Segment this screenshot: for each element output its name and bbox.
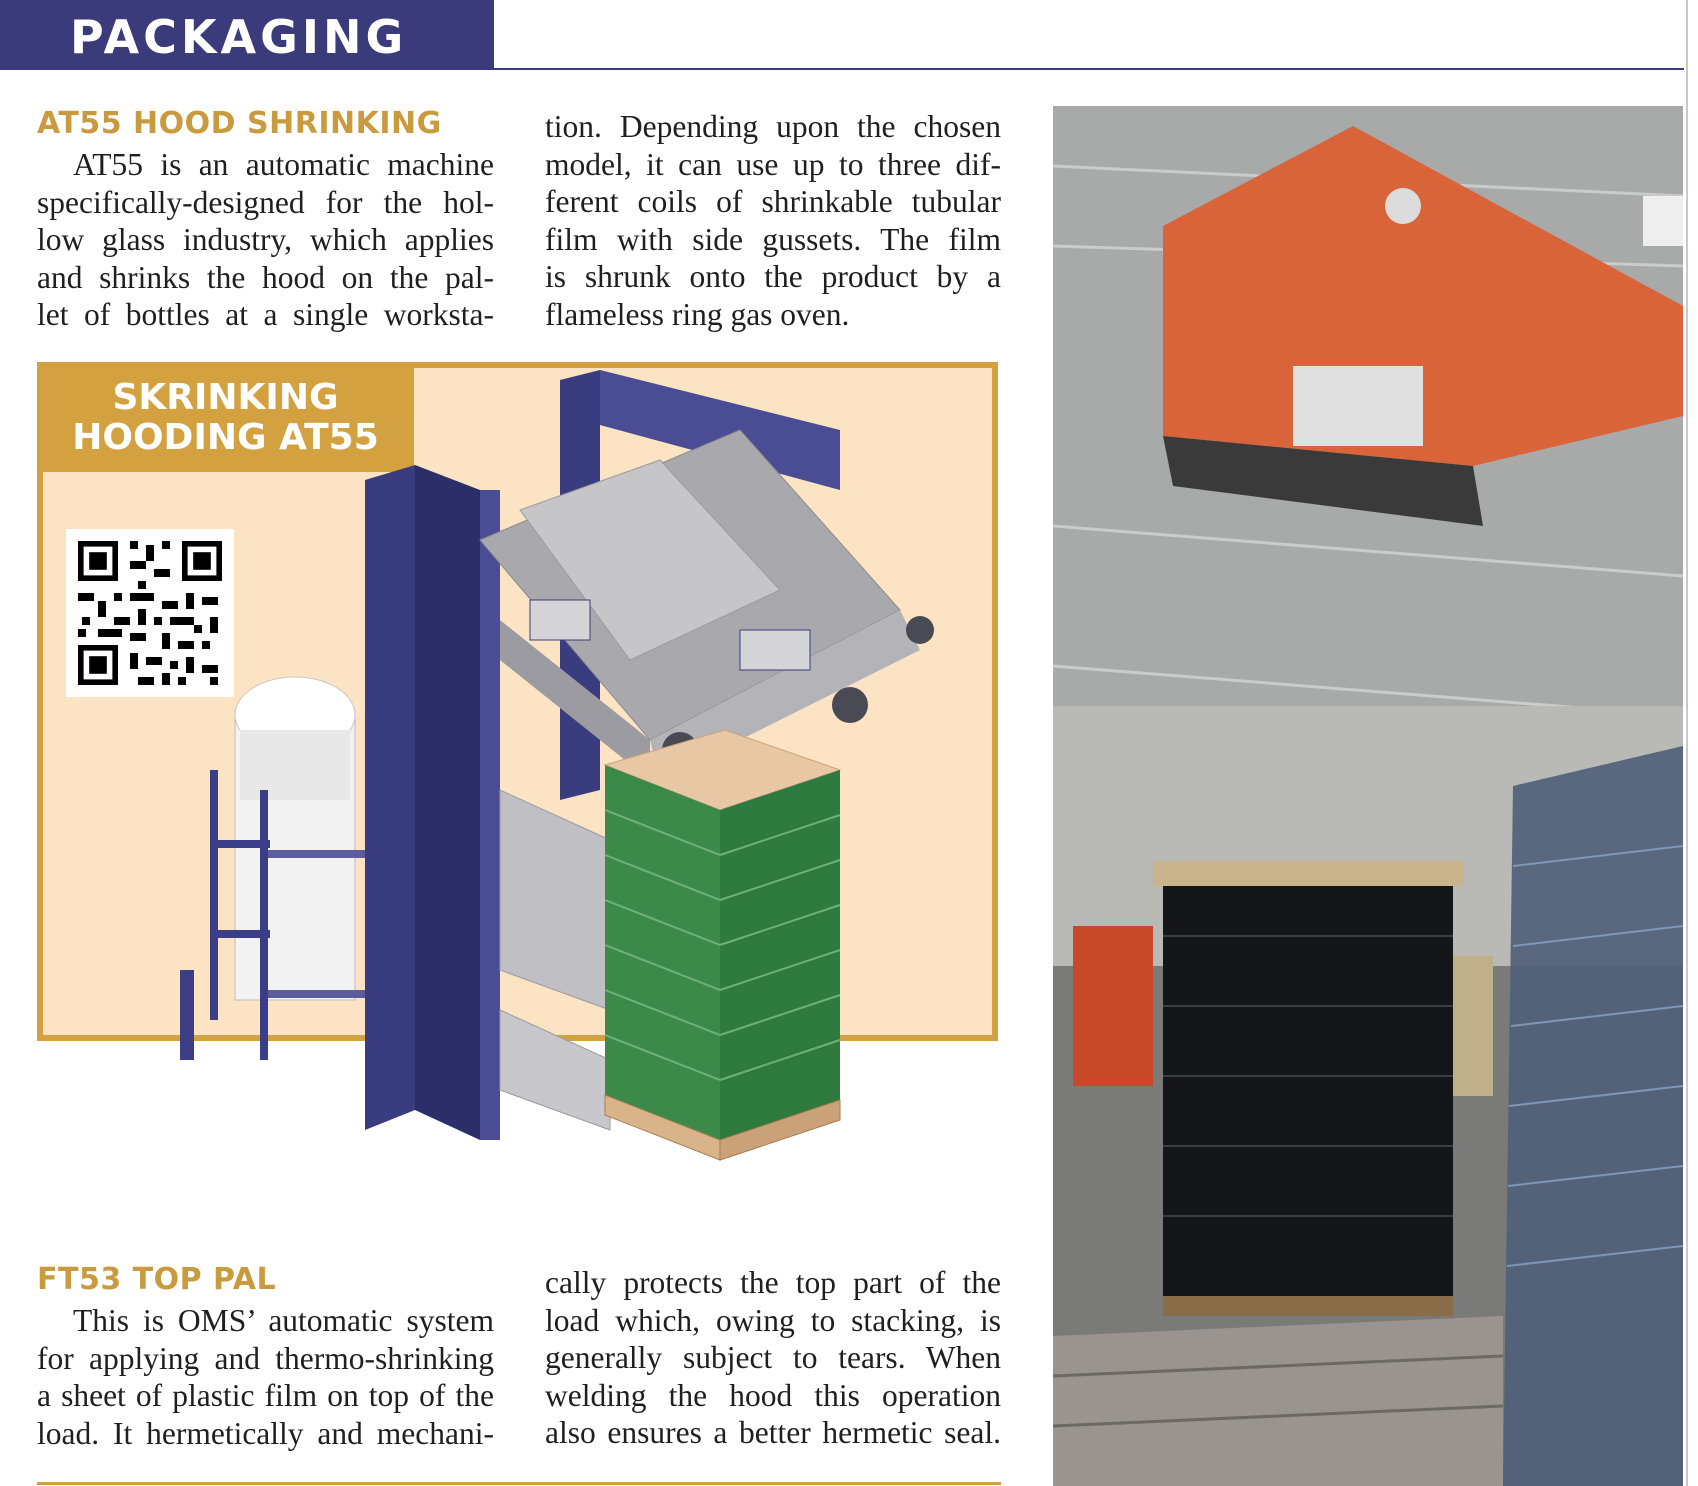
- text-line: a sheet of plastic film on top of the: [37, 1378, 494, 1413]
- text-line: generally subject to tears. When: [545, 1340, 1001, 1375]
- header-rule: [494, 68, 1684, 70]
- text-line: flameless ring gas oven.: [545, 296, 850, 332]
- text-line: for applying and thermo-shrinking: [37, 1340, 494, 1376]
- text-line: AT55 is an automatic machine: [73, 147, 494, 182]
- article-at55-column-1: AT55 is an automatic machine specificall…: [37, 146, 494, 334]
- illustration-label-line-1: SKRINKING: [112, 377, 339, 418]
- section-label: PACKAGING: [70, 10, 408, 64]
- hooding-machine-illustration: [180, 370, 934, 1161]
- illustration-label-line-2: HOODING AT55: [72, 417, 379, 458]
- qr-code[interactable]: [66, 529, 234, 697]
- text-line: load. It hermetically and mechani-: [37, 1415, 494, 1451]
- text-line: cally protects the top part of the: [545, 1265, 1001, 1300]
- text-line: This is OMS’ automatic system: [73, 1303, 494, 1338]
- section-header-band: PACKAGING: [0, 0, 494, 70]
- factory-photo: [1053, 106, 1683, 1486]
- text-line: welding the hood this operation: [545, 1377, 1001, 1413]
- article-title-ft53: FT53 TOP PAL: [37, 1262, 277, 1297]
- text-line: also ensures a better hermetic seal.: [545, 1415, 1001, 1450]
- text-line: film with side gussets. The film: [545, 221, 1001, 257]
- article-title-at55: AT55 HOOD SHRINKING: [37, 106, 442, 141]
- text-line: ferent coils of shrinkable tubular: [545, 184, 1001, 219]
- illustration-label: SKRINKING HOODING AT55: [37, 362, 414, 472]
- text-line: model, it can use up to three dif-: [545, 146, 1001, 182]
- article-at55-column-2: tion. Depending upon the chosen model, i…: [545, 108, 1001, 333]
- text-line: tion. Depending upon the chosen: [545, 109, 1001, 144]
- page-edge: [1686, 0, 1688, 1486]
- text-line: specifically-designed for the hol-: [37, 184, 494, 220]
- text-line: is shrunk onto the product by a: [545, 259, 1001, 294]
- article-ft53-column-2: cally protects the top part of the load …: [545, 1264, 1001, 1452]
- text-line: and shrinks the hood on the pal-: [37, 259, 494, 295]
- text-line: let of bottles at a single worksta-: [37, 297, 494, 332]
- text-line: low glass industry, which applies: [37, 222, 494, 257]
- text-line: load which, owing to stacking, is: [545, 1302, 1001, 1338]
- article-ft53-column-1: This is OMS’ automatic system for applyi…: [37, 1302, 494, 1452]
- bottom-rule: [37, 1482, 1001, 1485]
